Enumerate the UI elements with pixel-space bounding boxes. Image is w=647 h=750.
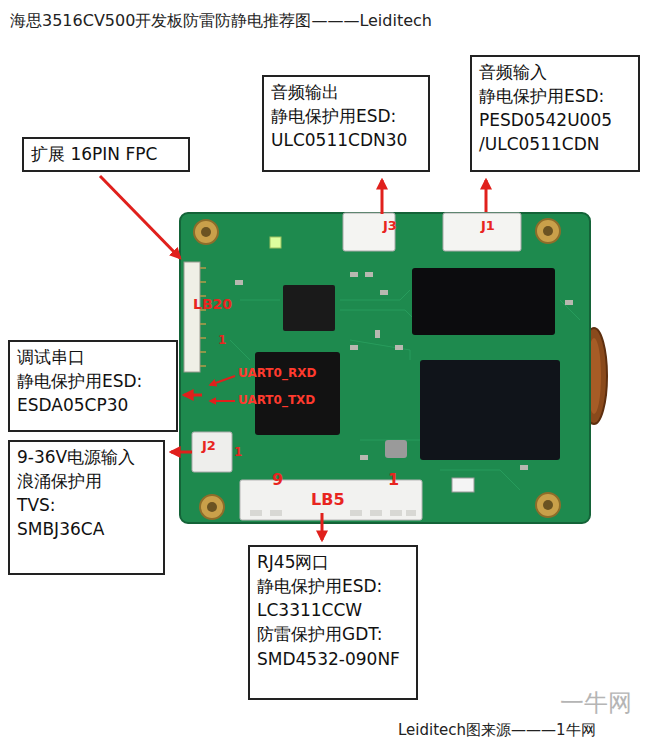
passive-components	[235, 272, 573, 470]
fpc-connector	[184, 262, 200, 372]
small-component	[452, 478, 474, 492]
callout-body: 防雷保护用GDT: SMD4532-090NF	[257, 622, 409, 670]
callout-body: 静电保护用ESD: LC3311CCW	[257, 574, 409, 622]
callout-box: 扩展 16PIN FPC	[22, 137, 190, 172]
signal-name: UART0_RXD	[238, 367, 316, 380]
mounting-hole	[194, 219, 560, 519]
audio-in-connector	[443, 213, 521, 251]
power-connector	[192, 432, 232, 472]
caption: Leiditech图来源———1牛网	[398, 722, 596, 739]
pin-number: 9	[272, 471, 283, 489]
callout-heading: 扩展 16PIN FPC	[31, 142, 181, 166]
connector-name: LB5	[311, 491, 345, 509]
pin-number: 1	[218, 334, 226, 347]
pin-arrow	[210, 376, 235, 401]
callout-box: 调试串口静电保护用ESD: ESDA05CP30	[8, 340, 178, 432]
callout-heading: RJ45网口	[257, 550, 409, 574]
crystal	[385, 440, 407, 458]
callout-box: 音频输入静电保护用ESD: PESD0542U005 /ULC0511CDN	[470, 55, 640, 172]
led	[270, 237, 281, 248]
fpc-pins	[200, 268, 206, 366]
watermark: 一牛网	[560, 690, 632, 716]
callout-body: 静电保护用ESD: PESD0542U005 /ULC0511CDN	[479, 84, 631, 156]
pin-number: 1	[388, 471, 399, 489]
callout-heading: 音频输入	[479, 60, 631, 84]
soc-chip	[420, 360, 560, 460]
pin-number: 1	[234, 446, 242, 459]
signal-name: UART0_TXD	[238, 394, 315, 407]
callout-heading: 9-36V电源输入	[17, 445, 156, 469]
pcb	[180, 213, 590, 523]
qfn-chip	[283, 285, 335, 331]
callout-heading: 音频输出	[271, 80, 421, 104]
memory-chip	[412, 268, 555, 335]
callout-heading: 调试串口	[17, 345, 169, 369]
connector-name: J3	[383, 219, 397, 233]
callout-box: 9-36V电源输入浪涌保护用 TVS: SMBJ36CA	[8, 440, 165, 575]
connector-name: J1	[481, 219, 495, 233]
callout-box: 音频输出静电保护用ESD: ULC0511CDN30	[262, 75, 430, 172]
callout-body: 静电保护用ESD: ULC0511CDN30	[271, 104, 421, 152]
connector-slots	[250, 510, 416, 516]
connector-name: J2	[202, 439, 216, 453]
callout-box: RJ45网口静电保护用ESD: LC3311CCW防雷保护用GDT: SMD45…	[248, 545, 418, 700]
connector-name: LB20	[193, 297, 232, 312]
title: 海思3516CV500开发板防雷防静电推荐图———Leiditech	[10, 12, 432, 30]
callout-body: 静电保护用ESD: ESDA05CP30	[17, 369, 169, 417]
callout-body: 浪涌保护用 TVS: SMBJ36CA	[17, 469, 129, 541]
